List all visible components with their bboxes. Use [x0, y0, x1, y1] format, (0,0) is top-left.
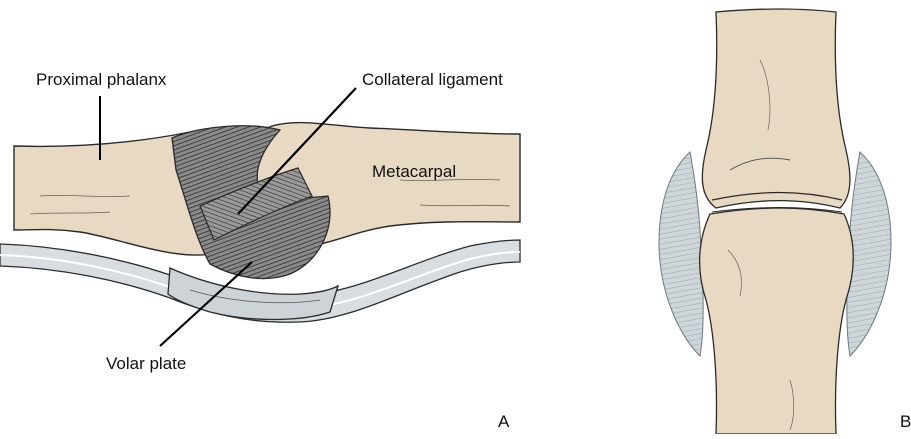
proximal-phalanx-base-dorsal — [700, 208, 854, 434]
panel-a-lateral-view — [0, 88, 520, 346]
side-ligament-left — [659, 152, 703, 356]
panel-label-b: B — [900, 412, 911, 432]
label-metacarpal: Metacarpal — [372, 162, 456, 182]
bone-texture-line — [420, 205, 510, 206]
label-volar-plate: Volar plate — [106, 354, 186, 374]
label-proximal-phalanx: Proximal phalanx — [36, 70, 166, 90]
panel-label-a: A — [498, 412, 509, 432]
panel-b-dorsal-view — [659, 9, 891, 434]
label-collateral-ligament: Collateral ligament — [362, 70, 503, 90]
metacarpal-head-dorsal — [702, 9, 850, 208]
